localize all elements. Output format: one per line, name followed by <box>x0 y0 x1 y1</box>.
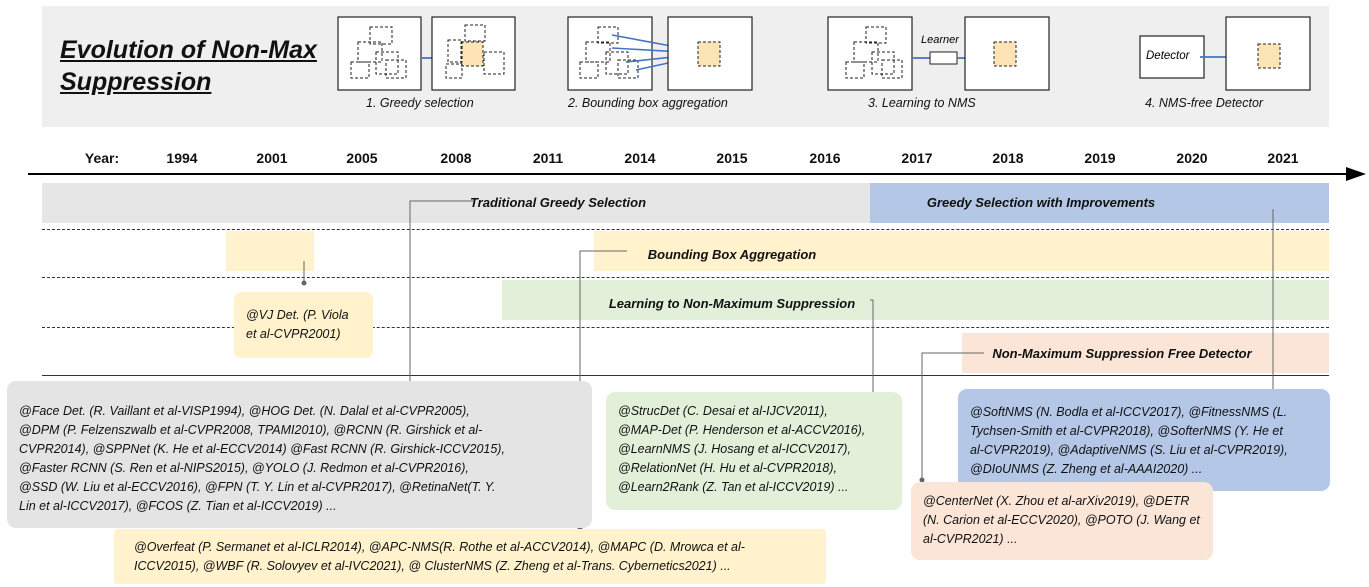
ref-box-improvements: @SoftNMS (N. Bodla et al-ICCV2017), @Fit… <box>958 389 1330 491</box>
band-divider <box>42 229 1329 230</box>
ref-line: @CenterNet (X. Zhou et al-arXiv2019), @D… <box>923 494 1190 508</box>
bands-bottom-line <box>42 375 1329 376</box>
year-tick: 2018 <box>992 150 1024 166</box>
year-tick: 2021 <box>1267 150 1299 166</box>
year-tick: 2008 <box>440 150 472 166</box>
year-axis-label: Year: <box>84 150 120 166</box>
ref-line: @Learn2Rank (Z. Tan et al-ICCV2019) ... <box>618 480 849 494</box>
ref-line: @Face Det. (R. Vaillant et al-VISP1994),… <box>19 404 470 418</box>
ref-line: ICCV2015), @WBF (R. Solovyev et al-IVC20… <box>134 559 731 573</box>
detector-label: Detector <box>1146 50 1190 62</box>
band-label-traditional: Traditional Greedy Selection <box>469 195 647 210</box>
title-line-2: Suppression <box>60 68 212 96</box>
method-illustrations <box>337 16 1311 91</box>
method-caption-learning: 3. Learning to NMS <box>868 96 976 110</box>
learner-label: Learner <box>921 34 959 46</box>
ref-line: et al-CVPR2001) <box>246 327 341 341</box>
band-vj-segment <box>226 231 314 271</box>
nms-free-illustration <box>1139 16 1311 91</box>
ref-box-vj: @VJ Det. (P. Viola et al-CVPR2001) <box>234 292 373 358</box>
year-tick: 2014 <box>624 150 656 166</box>
ref-box-nms-free: @CenterNet (X. Zhou et al-arXiv2019), @D… <box>911 482 1213 560</box>
ref-line: @VJ Det. (P. Viola <box>246 308 349 322</box>
band-divider <box>42 277 1329 278</box>
greedy-selection-illustration <box>337 16 516 91</box>
year-tick: 2005 <box>346 150 378 166</box>
ref-line: @MAP-Det (P. Henderson et al-ACCV2016), <box>618 423 866 437</box>
ref-line: @StrucDet (C. Desai et al-IJCV2011), <box>618 404 828 418</box>
ref-line: (N. Carion et al-ECCV2020), @POTO (J. Wa… <box>923 513 1200 527</box>
learning-nms-illustration <box>827 16 1050 91</box>
band-label-learning: Learning to Non-Maximum Suppression <box>608 296 856 311</box>
ref-line: CVPR2014), @SPPNet (K. He et al-ECCV2014… <box>19 442 505 456</box>
ref-line: @LearnNMS (J. Hosang et al-ICCV2017), <box>618 442 851 456</box>
year-tick: 1994 <box>166 150 198 166</box>
band-divider <box>42 327 1329 328</box>
ref-line: @SoftNMS (N. Bodla et al-ICCV2017), @Fit… <box>970 405 1288 419</box>
band-traditional-greedy <box>42 183 870 223</box>
ref-box-greedy: @Face Det. (R. Vaillant et al-VISP1994),… <box>7 381 592 528</box>
ref-line: @SSD (W. Liu et al-ECCV2016), @FPN (T. Y… <box>19 480 496 494</box>
ref-line: al-CVPR2019), @AdaptiveNMS (S. Liu et al… <box>970 443 1288 457</box>
box-aggregation-illustration <box>567 16 753 91</box>
ref-line: @RelationNet (H. Hu et al-CVPR2018), <box>618 461 838 475</box>
title-line-1: Evolution of Non-Max <box>60 36 317 64</box>
method-caption-aggregation: 2. Bounding box aggregation <box>568 96 728 110</box>
method-caption-greedy: 1. Greedy selection <box>366 96 474 110</box>
ref-line: @Overfeat (P. Sermanet et al-ICLR2014), … <box>134 540 745 554</box>
year-tick: 2001 <box>256 150 288 166</box>
ref-box-aggregation: @Overfeat (P. Sermanet et al-ICLR2014), … <box>114 529 826 584</box>
band-nms-free <box>962 333 1329 373</box>
ref-line: @DPM (P. Felzenszwalb et al-CVPR2008, TP… <box>19 423 483 437</box>
year-tick: 2017 <box>901 150 933 166</box>
band-label-nms-free: Non-Maximum Suppression Free Detector <box>992 346 1252 361</box>
band-learning-nms <box>502 280 1329 320</box>
year-tick: 2015 <box>716 150 748 166</box>
ref-line: @Faster RCNN (S. Ren et al-NIPS2015), @Y… <box>19 461 469 475</box>
year-tick: 2020 <box>1176 150 1208 166</box>
band-label-aggregation: Bounding Box Aggregation <box>647 247 817 262</box>
year-tick: 2016 <box>809 150 841 166</box>
year-tick: 2011 <box>532 150 564 166</box>
band-box-aggregation <box>594 231 1329 271</box>
ref-line: Tychsen-Smith et al-CVPR2018), @SofterNM… <box>970 424 1283 438</box>
page-title: Evolution of Non-Max Suppression <box>60 34 317 98</box>
method-caption-nms-free: 4. NMS-free Detector <box>1145 96 1264 110</box>
year-tick: 2019 <box>1084 150 1116 166</box>
ref-line: al-CVPR2021) ... <box>923 532 1018 546</box>
ref-line: @DIoUNMS (Z. Zheng et al-AAAI2020) ... <box>970 462 1203 476</box>
band-label-improvements: Greedy Selection with Improvements <box>926 195 1156 210</box>
timeline-axis-arrow <box>28 167 1366 181</box>
ref-line: Lin et al-ICCV2017), @FCOS (Z. Tian et a… <box>19 499 337 513</box>
ref-box-learning: @StrucDet (C. Desai et al-IJCV2011), @MA… <box>606 392 902 510</box>
band-greedy-improvements <box>870 183 1329 223</box>
